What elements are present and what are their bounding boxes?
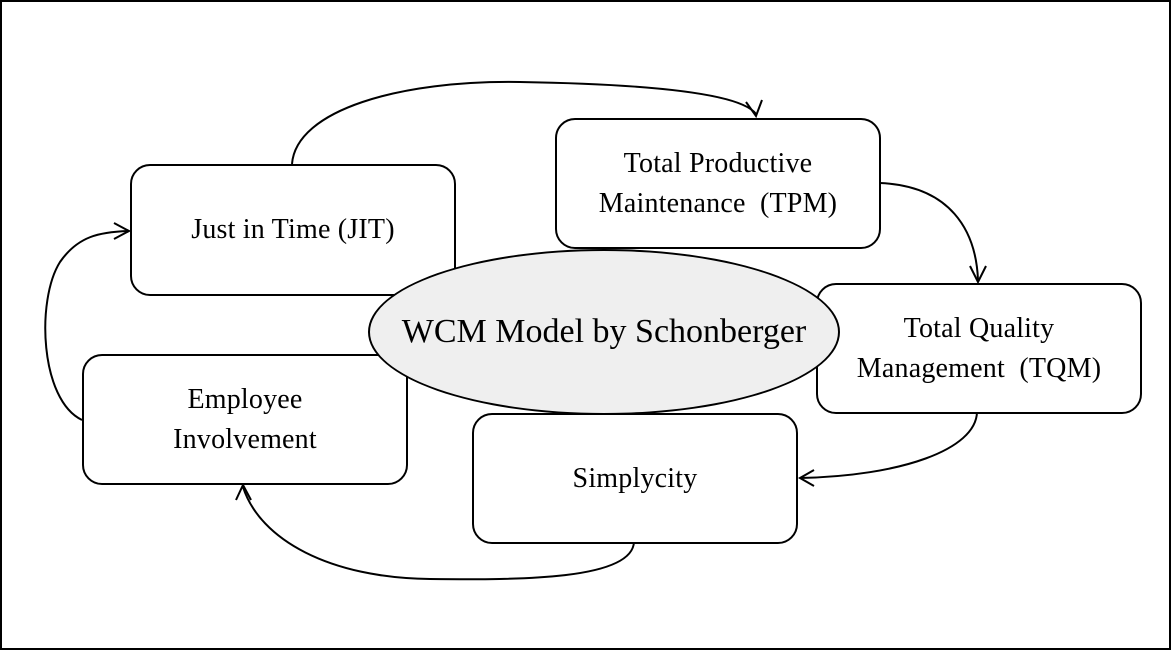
arrow-employee-to-jit (44, 230, 129, 421)
arrowhead-tpm-to-tqm (969, 265, 987, 285)
arrowhead-simplicity-to-employee (235, 482, 252, 501)
arrowhead-employee-to-jit (113, 222, 132, 240)
node-tpm-label-line2: Maintenance (TPM) (598, 187, 838, 219)
node-tqm-label-line1: Total Quality (903, 312, 1055, 344)
node-employee-involvement: Employee Involvement (82, 354, 408, 485)
node-employee-label-line2: Involvement (173, 423, 317, 455)
arrowhead-tqm-to-simplicity (797, 469, 815, 487)
node-simplicity-label: Simplycity (572, 462, 698, 494)
node-simplicity: Simplycity (472, 413, 798, 544)
center-label-line2: Schonberger (635, 313, 807, 350)
node-tqm-label-line2: Management (TQM) (856, 352, 1102, 384)
center-ellipse-wcm-model: WCM Model by Schonberger (368, 249, 840, 415)
arrow-tpm-to-tqm (879, 182, 979, 281)
arrowhead-jit-to-tpm (745, 99, 763, 119)
node-just-in-time-label: Just in Time (JIT) (191, 214, 395, 245)
node-total-quality-management: Total Quality Management (TQM) (816, 283, 1142, 414)
node-tpm-label-line1: Total Productive (623, 147, 813, 179)
arrow-simplicity-to-employee (242, 486, 635, 581)
node-total-productive-maintenance: Total Productive Maintenance (TPM) (555, 118, 881, 249)
arrow-tqm-to-simplicity (799, 411, 978, 479)
center-label-line1: WCM Model by (401, 313, 627, 350)
node-employee-label-line1: Employee (187, 383, 303, 415)
arrow-jit-to-tpm (291, 80, 757, 165)
node-just-in-time: Just in Time (JIT) (130, 164, 456, 296)
